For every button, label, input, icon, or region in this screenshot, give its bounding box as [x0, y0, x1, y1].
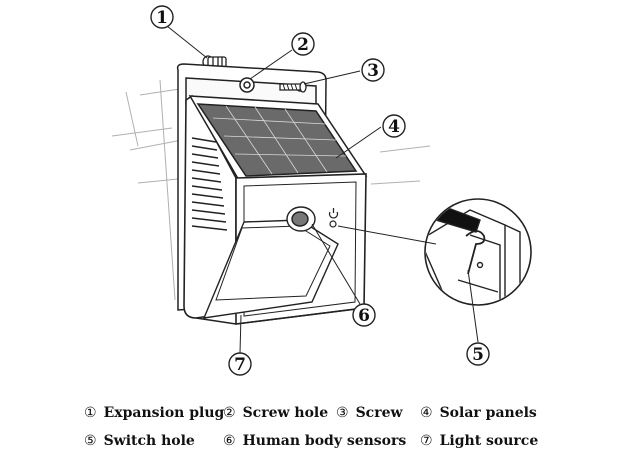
- leader-lines: [166, 25, 479, 354]
- svg-text:1: 1: [156, 8, 168, 28]
- callout-3: 3: [361, 58, 385, 82]
- housing: [183, 94, 237, 319]
- legend-item-screw-hole: ② Screw hole: [223, 405, 328, 421]
- legend-label: Human body sensors: [242, 433, 407, 449]
- screw: [279, 81, 307, 93]
- legend-number: ⑤: [84, 433, 97, 449]
- legend-number: ①: [84, 405, 97, 421]
- switch-detail-inset: [424, 198, 532, 306]
- legend-label: Screw hole: [242, 405, 329, 421]
- legend-item-light-source: ⑦ Light source: [420, 433, 538, 449]
- callout-7: 7: [228, 352, 252, 376]
- svg-text:4: 4: [388, 117, 400, 137]
- svg-text:2: 2: [297, 35, 309, 55]
- front-face: [195, 173, 367, 325]
- wall-sketch: [111, 79, 431, 301]
- body-sensor: [286, 206, 316, 232]
- power-symbol-icon: [328, 208, 339, 228]
- callouts: 1 2 3 4 5 6 7: [150, 5, 490, 376]
- legend-item-human-body-sensors: ⑥ Human body sensors: [223, 433, 406, 449]
- legend-item-expansion-plug: ① Expansion plug: [84, 405, 224, 421]
- callout-6: 6: [352, 303, 376, 327]
- svg-text:6: 6: [358, 306, 370, 326]
- solar-panel: [188, 95, 368, 183]
- solar-light-diagram: 1 2 3 4 5 6 7: [111, 5, 532, 376]
- legend-item-screw: ③ Screw: [336, 405, 403, 421]
- legend-number: ③: [336, 405, 349, 421]
- callout-1: 1: [150, 5, 174, 29]
- svg-text:3: 3: [367, 61, 379, 81]
- callout-5: 5: [466, 342, 490, 366]
- legend-item-switch-hole: ⑤ Switch hole: [84, 433, 195, 449]
- legend-label: Light source: [439, 433, 539, 449]
- legend-number: ④: [420, 405, 433, 421]
- svg-text:5: 5: [472, 345, 484, 365]
- legend-label: Solar panels: [439, 405, 537, 421]
- legend-label: Expansion plug: [103, 405, 225, 421]
- callout-2: 2: [291, 32, 315, 56]
- legend-label: Screw: [355, 405, 403, 421]
- legend-number: ②: [223, 405, 236, 421]
- legend-number: ⑦: [420, 433, 433, 449]
- legend-label: Switch hole: [103, 433, 195, 449]
- callout-4: 4: [382, 114, 406, 138]
- legend-number: ⑥: [223, 433, 236, 449]
- svg-text:7: 7: [234, 355, 246, 375]
- legend-item-solar-panels: ④ Solar panels: [420, 405, 537, 421]
